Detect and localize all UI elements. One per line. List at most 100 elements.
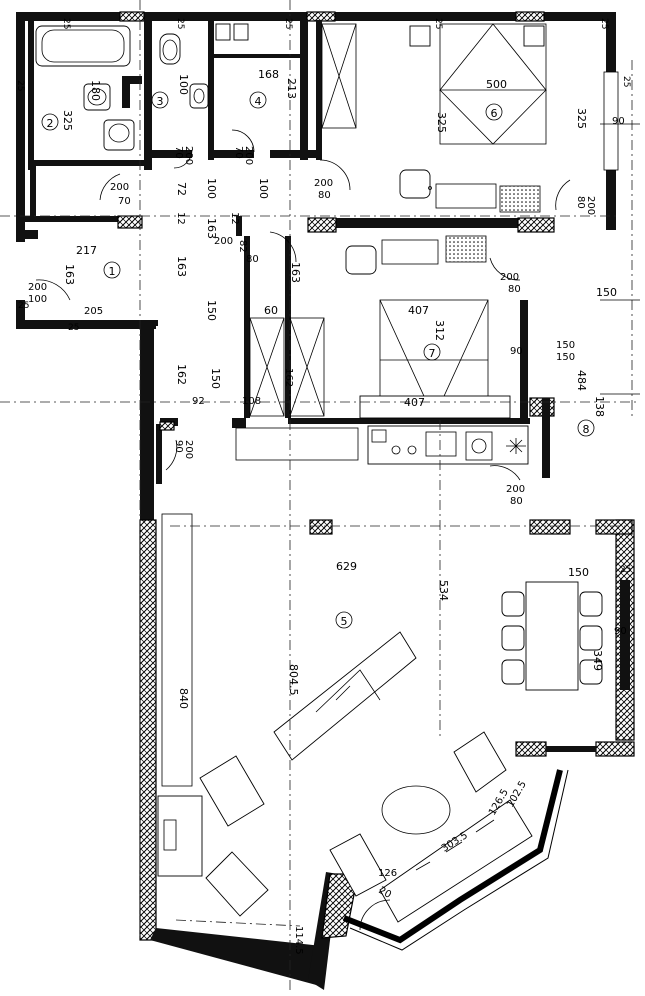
dimension-text: 90 [173,440,184,453]
room-number: 6 [491,107,498,120]
dimension-text: 114.5 [293,926,304,955]
dimension-text: 80 [508,284,521,295]
room-1-label: 1 [103,261,121,279]
wardrobes [249,23,357,417]
room-number: 3 [157,95,164,108]
dining-set [501,581,603,691]
dimension-text: 70 [233,146,244,159]
dimension-text: 205 [84,306,103,317]
room-2-label: 2 [41,113,59,131]
dimension-text: 312 [433,320,446,341]
dimension-text: 484 [575,370,588,391]
dimension-text: 25 [599,18,609,29]
door-swings [35,129,571,931]
dimension-text: 108 [242,396,261,407]
desks [345,169,541,275]
dimension-text: 90 [612,116,625,127]
dimension-text: 25 [433,18,443,29]
dimension-text: 72 [175,182,188,196]
dimension-text: 80 [575,196,586,209]
room-3-label: 3 [151,91,169,109]
dimension-text: 325 [575,108,588,129]
dimension-text: 200 [314,178,333,189]
dimension-text: 163 [289,262,302,283]
dimension-text: 163 [205,218,218,239]
dimension-text: 70 [173,146,184,159]
dimension-text: 80 [510,496,523,507]
dimension-text: 100 [28,294,47,305]
room-4-label: 4 [249,91,267,109]
dimension-text: 200 [214,236,233,247]
dimension-text: 213 [285,78,298,99]
dimension-text: 92 [192,396,205,407]
room-number: 4 [255,95,262,108]
dimension-text: 150 [568,566,589,579]
dimension-text: 90 [510,346,523,357]
dimension-text: 25 [61,18,71,29]
dimension-text: 12 [175,212,186,225]
dimension-text: 60 [264,304,278,317]
room-number: 5 [341,615,348,628]
dimension-text: 25 [621,76,631,87]
dimension-text: 200 [183,146,194,165]
exterior-walls [16,11,635,990]
dimension-text: 168 [258,68,279,81]
dimension-text: 82 [237,240,248,253]
room-number: 8 [583,423,590,436]
dimension-text: 150 [556,352,575,363]
dimension-text: 180 [89,80,102,101]
dimension-text: 100 [257,178,270,199]
dimension-text: 325 [61,110,74,131]
dimension-text: 840 [177,688,190,709]
room-7-label: 7 [423,343,441,361]
dimension-text: 138 [593,396,606,417]
dimension-text: 629 [336,560,357,573]
dimension-text: 407 [404,396,425,409]
interior-walls [18,20,555,535]
dimension-text: 804.5 [287,664,300,696]
room-number: 7 [429,347,436,360]
dimension-text: 534 [437,580,450,601]
dimension-text: 200 [183,440,194,459]
dimension-text: 150 [556,340,575,351]
dimension-text: 162 [283,368,294,387]
dimension-text: 126 [378,868,397,879]
dimension-text: 217 [76,244,97,257]
dimension-text: 25 [175,18,185,29]
dimension-text: 200 [243,146,254,165]
dimension-text: 25 [15,80,25,91]
dimension-text: 25 [283,18,293,29]
dimension-text: 25 [68,323,79,333]
dimension-text: 80 [246,254,259,265]
dimension-text: 200 [506,484,525,495]
dimension-text: 500 [486,78,507,91]
dimension-text: 12 [229,212,240,225]
dimension-text: 90 [614,626,627,637]
dimension-text: 325 [435,112,448,133]
dimension-text: 200 [500,272,519,283]
dimension-text: 407 [408,304,429,317]
dimension-text: 200 [28,282,47,293]
dimension-text: 25 [18,301,29,311]
room-8-label: 8 [577,419,595,437]
dimension-text: 150 [205,300,218,321]
dimension-text: 163 [175,256,188,277]
dimension-text: 150 [209,368,222,389]
room-number: 2 [47,117,54,130]
dimension-labels: 25 25 25 25 25 25 180 325 100 213 168 50… [15,18,631,955]
dimension-text: 25 [620,565,631,575]
dimension-text: 200 [110,182,129,193]
dimension-text: 150 [596,286,617,299]
dimension-text: 80 [318,190,331,201]
living-furniture [157,513,533,923]
kitchen-counter [235,425,529,465]
room-number: 1 [109,265,116,278]
dimension-text: 100 [205,178,218,199]
dimension-text: 200 [585,196,596,215]
bathroom-fixtures [35,23,249,151]
dimension-text: 163 [63,264,76,285]
room-5-label: 5 [335,611,353,629]
dimension-text: 162 [175,364,188,385]
